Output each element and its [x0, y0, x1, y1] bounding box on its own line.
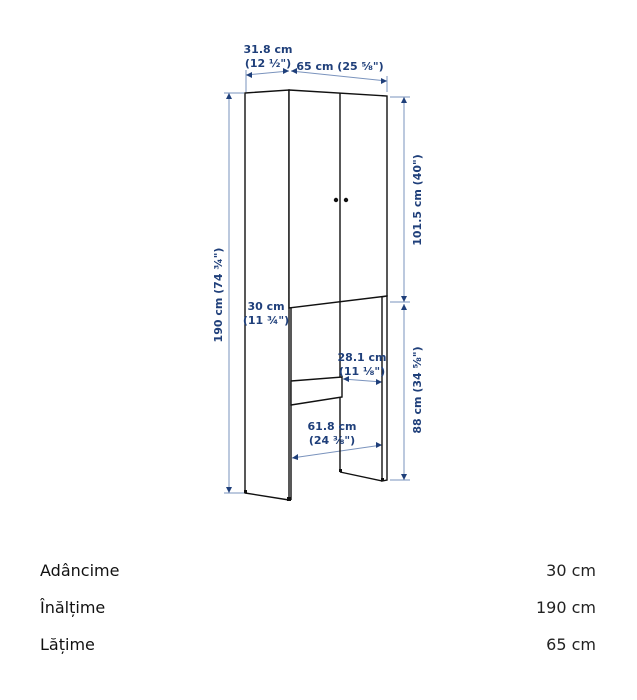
dimension-diagram: 31.8 cm (12 ½") 65 cm (25 ⅝") 190 cm (74… — [212, 43, 424, 501]
spec-value: 30 cm — [546, 561, 596, 580]
upper-height-label: 101.5 cm (40") — [411, 154, 424, 246]
top-depth-cm: 31.8 cm — [244, 43, 293, 56]
spec-label: Adâncime — [40, 561, 120, 580]
top-width-label: 65 cm (25 ⅝") — [296, 60, 383, 73]
spec-value: 65 cm — [546, 635, 596, 654]
dimension-specs-list: Adâncime 30 cm Înălțime 190 cm Lățime 65… — [40, 552, 596, 663]
spec-row-height: Înălțime 190 cm — [40, 589, 596, 626]
cabinet-drawing: 31.8 cm (12 ½") 65 cm (25 ⅝") 190 cm (74… — [212, 43, 424, 501]
inner-depth-in: (11 ¾") — [243, 314, 289, 327]
spec-value: 190 cm — [535, 598, 596, 617]
door-knobs — [244, 197, 384, 501]
spec-label: Lățime — [40, 635, 95, 654]
shelf-depth-cm: 28.1 cm — [338, 351, 387, 364]
top-depth-in: (12 ½") — [245, 57, 291, 70]
spec-row-depth: Adâncime 30 cm — [40, 552, 596, 589]
lower-height-label: 88 cm (34 ⅝") — [411, 346, 424, 433]
spec-label: Înălțime — [40, 598, 106, 617]
spec-row-width: Lățime 65 cm — [40, 626, 596, 663]
inner-width-in: (24 ⅜") — [309, 434, 355, 447]
shelf-depth-in: (11 ⅛") — [339, 365, 385, 378]
total-height-label: 190 cm (74 ¾") — [212, 248, 225, 343]
inner-depth-cm: 30 cm — [247, 300, 284, 313]
inner-width-cm: 61.8 cm — [308, 420, 357, 433]
cabinet-outline — [244, 89, 388, 501]
